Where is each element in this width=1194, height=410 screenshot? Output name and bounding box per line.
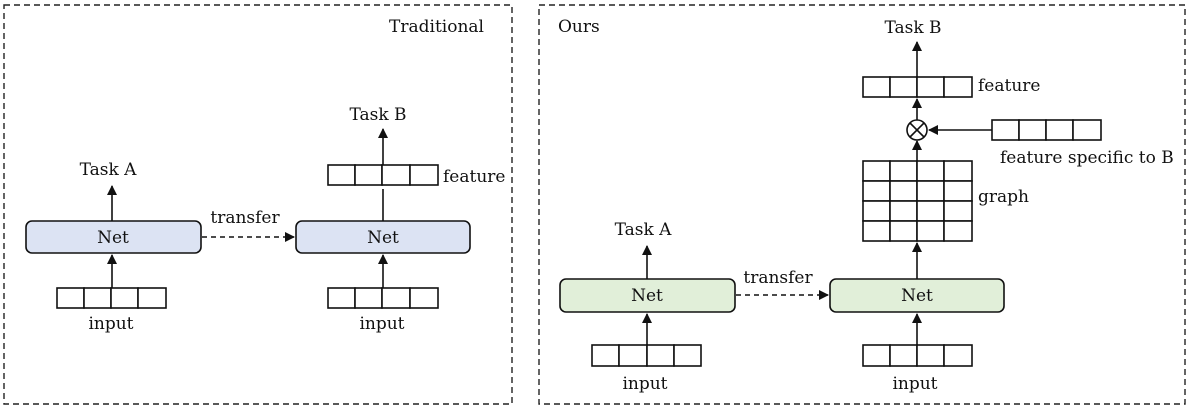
net-label-right: Net xyxy=(367,228,399,248)
transfer-label: transfer xyxy=(210,208,280,228)
net-label-left: Net xyxy=(97,228,129,248)
task-a-label: Task A xyxy=(80,160,138,180)
multiply-operator-icon xyxy=(906,119,928,141)
input-vector-left xyxy=(591,344,702,367)
net-label-left: Net xyxy=(631,286,663,306)
feature-label: feature xyxy=(978,76,1040,96)
task-b-label: Task B xyxy=(884,18,941,38)
feature-label: feature xyxy=(443,167,505,187)
ours-panel: Ours Net Task A input transfer Net xyxy=(538,4,1186,405)
ours-title: Ours xyxy=(558,17,600,37)
input-vector-right xyxy=(862,344,973,367)
feature-specific-label: feature specific to B xyxy=(1000,148,1174,168)
input-vector-right xyxy=(327,287,439,309)
transfer-label: transfer xyxy=(743,268,813,288)
traditional-panel-border xyxy=(3,4,513,405)
graph-grid xyxy=(862,160,973,242)
feature-specific-vector xyxy=(991,119,1102,141)
input-label-left: input xyxy=(88,314,133,334)
feature-vector xyxy=(327,164,439,186)
graph-label: graph xyxy=(978,187,1029,207)
traditional-title: Traditional xyxy=(389,17,484,37)
ours-panel-border xyxy=(538,4,1186,405)
input-label-left: input xyxy=(622,374,667,394)
net-label-right: Net xyxy=(901,286,933,306)
task-b-label: Task B xyxy=(349,105,406,125)
input-label-right: input xyxy=(892,374,937,394)
input-label-right: input xyxy=(359,314,404,334)
input-vector-left xyxy=(56,287,167,309)
feature-vector xyxy=(862,76,973,98)
net-box-left xyxy=(25,220,202,254)
task-a-label: Task A xyxy=(615,220,673,240)
traditional-panel: Traditional Net Task A input transfer Ne… xyxy=(3,4,513,405)
